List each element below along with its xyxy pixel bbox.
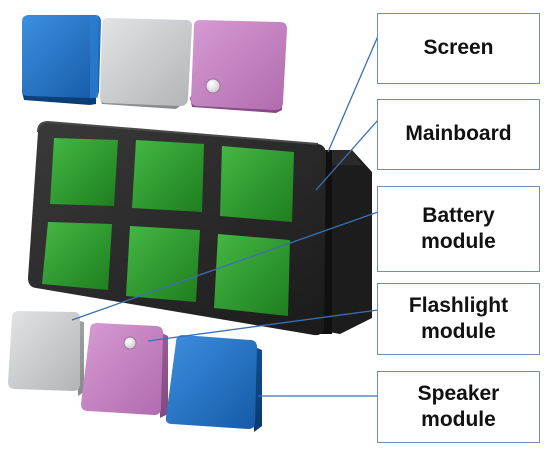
label-battery-line2: module (421, 230, 496, 253)
label-battery-line1: Battery (422, 203, 495, 227)
bottom-module-row (8, 311, 262, 432)
label-speaker-line2: module (421, 408, 496, 431)
bottom-blue-module (165, 335, 262, 432)
label-speaker-module: Speaker module (377, 371, 540, 443)
screen-cell-1 (50, 138, 118, 206)
screen-cell-3 (220, 146, 294, 222)
label-screen: Screen (377, 13, 540, 84)
button-dot-icon (123, 336, 137, 350)
screen-cell-2 (132, 140, 204, 212)
bottom-purple-module (81, 323, 168, 418)
label-flashlight-line2: module (421, 320, 496, 343)
mainboard-frame (28, 120, 372, 336)
leader-line-mainboard (315, 119, 379, 191)
top-gray-module (100, 18, 192, 109)
screen-cell-4 (42, 222, 112, 290)
label-flashlight-module: Flashlight module (377, 283, 540, 355)
button-dot-icon (205, 78, 221, 94)
bottom-gray-module (8, 311, 84, 396)
screen-cell-5 (126, 226, 200, 302)
leader-line-battery (71, 211, 379, 321)
screen-cell-6 (214, 234, 290, 316)
leader-line-flashlight (147, 309, 379, 342)
label-battery-module: Battery module (377, 186, 540, 272)
leader-line-screen (327, 35, 379, 153)
label-speaker-line1: Speaker (417, 381, 500, 405)
label-screen-text: Screen (423, 36, 494, 60)
top-purple-module (190, 20, 287, 113)
label-flashlight-line1: Flashlight (408, 293, 509, 317)
leader-lines (71, 35, 379, 397)
label-mainboard-text: Mainboard (405, 122, 512, 146)
label-mainboard: Mainboard (377, 99, 540, 170)
top-blue-module (21, 15, 101, 105)
top-module-row (21, 15, 287, 113)
